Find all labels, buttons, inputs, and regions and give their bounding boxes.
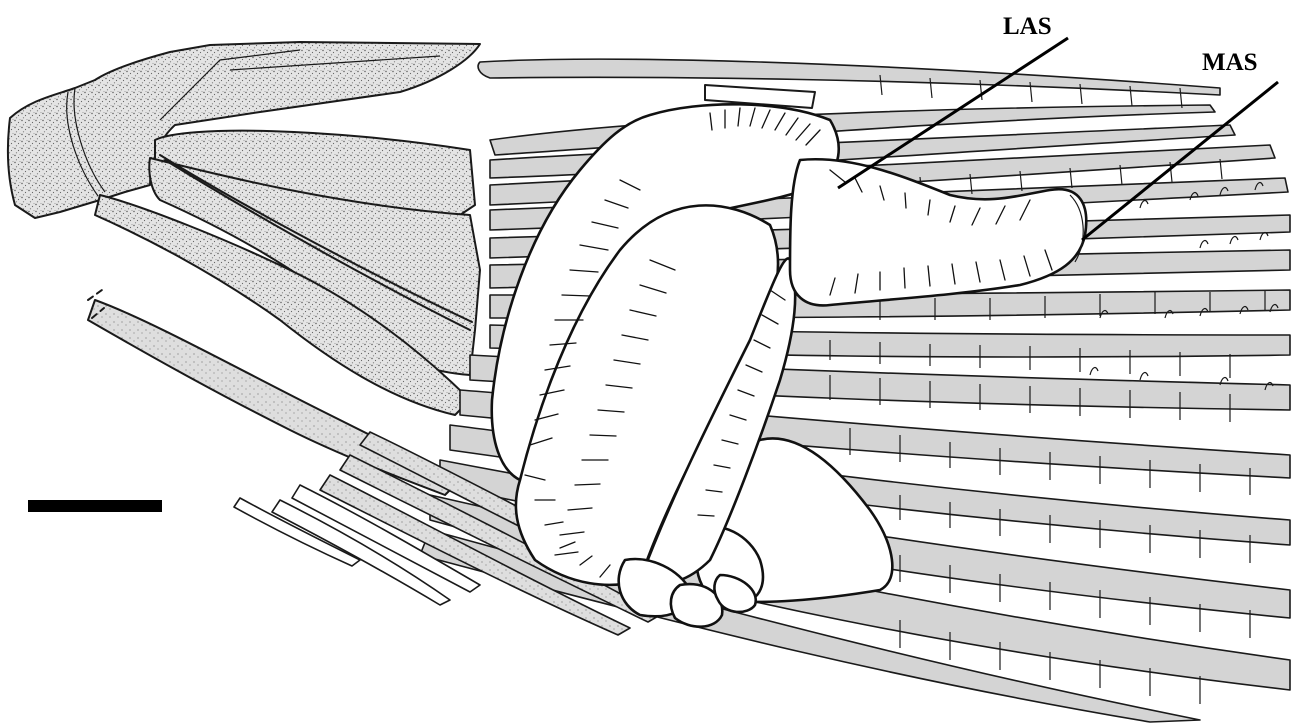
muscles (492, 104, 1086, 626)
skeletal-elements (8, 42, 480, 495)
label-las: LAS (1003, 13, 1052, 40)
label-mas: MAS (1202, 49, 1258, 76)
las-muscle (790, 159, 1086, 305)
denticles (1090, 183, 1278, 390)
scale-bar (28, 500, 162, 512)
annotation-mas: MAS (1082, 49, 1278, 240)
